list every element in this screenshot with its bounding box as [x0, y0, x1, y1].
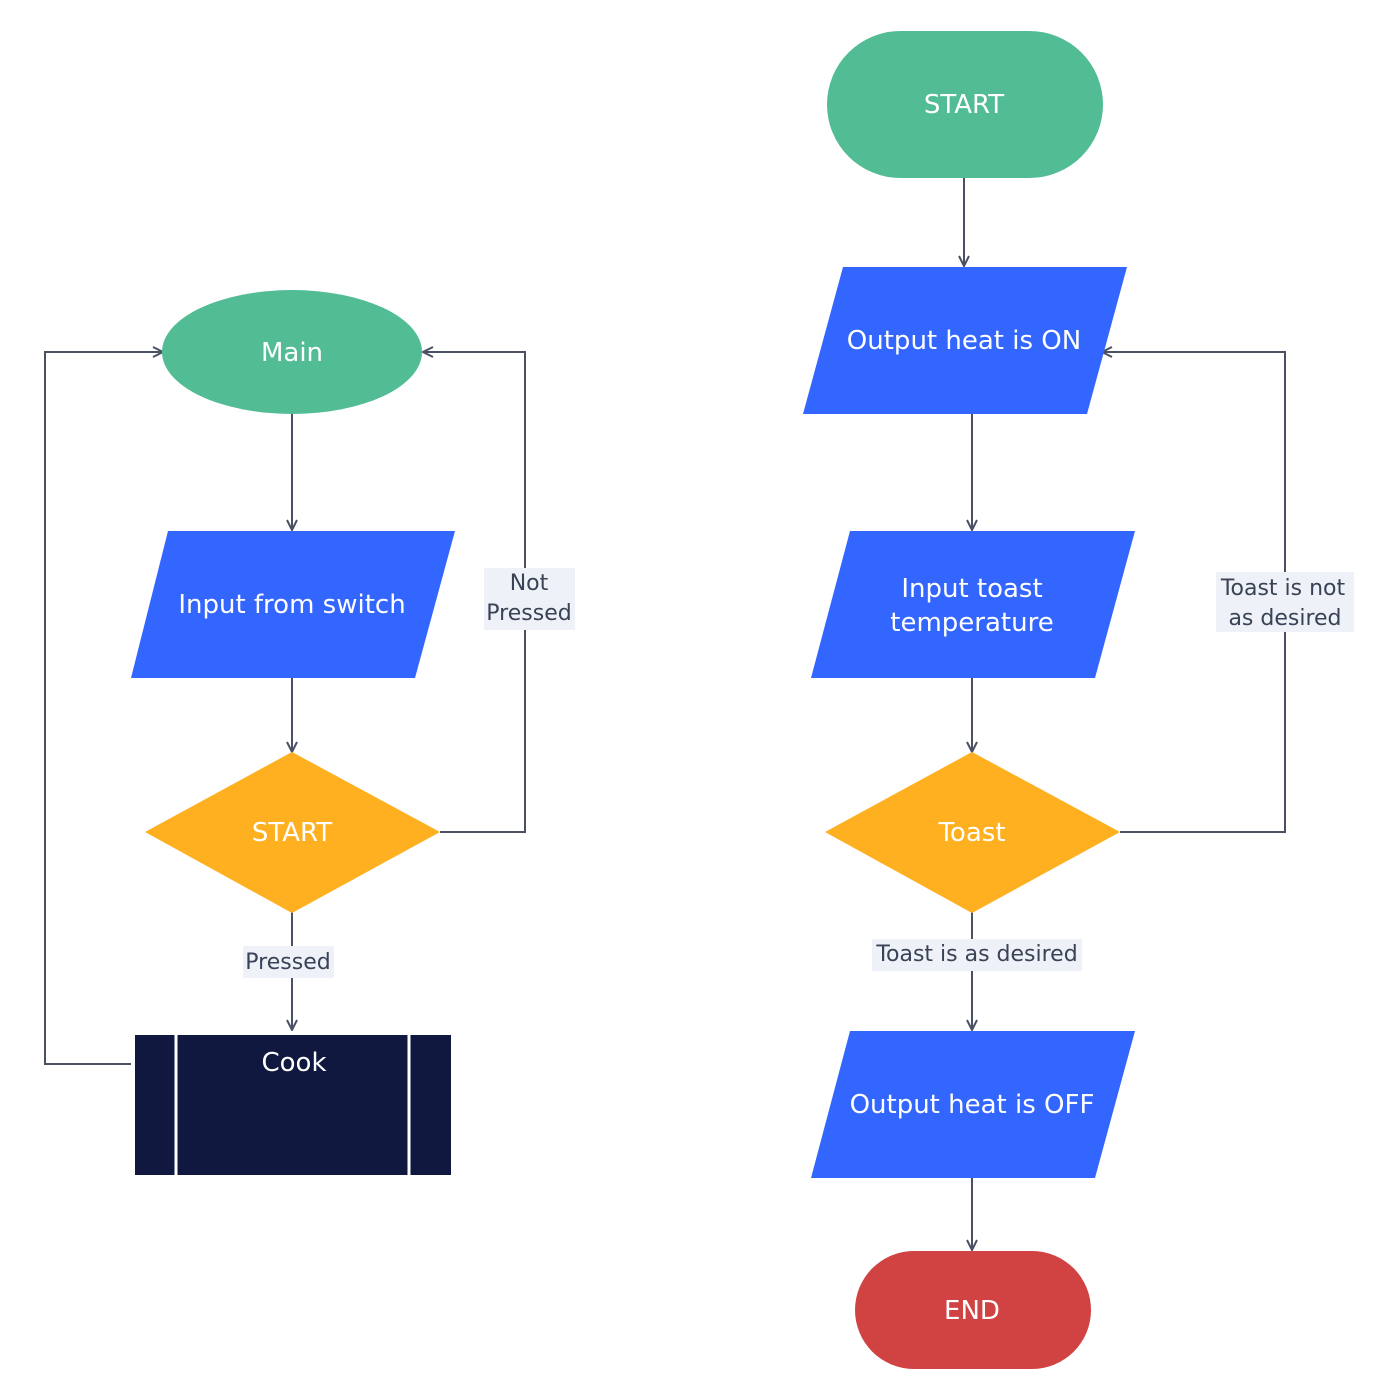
toast-decision-node[interactable] [825, 752, 1120, 913]
start-decision-label: START [252, 818, 332, 848]
main-terminal-node[interactable] [162, 290, 422, 414]
not-pressed-label-bg [484, 568, 575, 630]
not-desired-label-line2: as desired [1228, 606, 1341, 631]
not-desired-label-bg [1216, 572, 1354, 632]
pressed-label: Pressed [245, 950, 330, 975]
end-terminal-label: END [944, 1296, 1000, 1326]
not-pressed-label-line1: Not [510, 571, 549, 596]
not-desired-label-line1: Toast is not [1220, 576, 1346, 601]
output-heat-on-label: Output heat is ON [847, 326, 1081, 356]
edge-cook-to-main [44, 352, 163, 1065]
start-terminal-label: START [924, 90, 1004, 120]
output-heat-off-node[interactable] [811, 1031, 1135, 1178]
not-pressed-label-line2: Pressed [486, 601, 571, 626]
input-from-switch-node[interactable] [131, 531, 455, 678]
pressed-label-bg [243, 946, 334, 978]
toast-decision-label: Toast [937, 818, 1005, 848]
input-from-switch-label: Input from switch [178, 590, 405, 620]
input-toast-temperature-label-line2: temperature [890, 608, 1053, 638]
input-toast-temperature-label-line1: Input toast [901, 574, 1042, 604]
desired-label-bg [872, 939, 1082, 971]
output-heat-off-label: Output heat is OFF [850, 1090, 1095, 1120]
cook-subprocess-node[interactable] [135, 1035, 451, 1175]
cook-subprocess-label: Cook [261, 1048, 326, 1078]
end-terminal-node[interactable] [855, 1251, 1091, 1369]
main-terminal-label: Main [261, 338, 323, 368]
start-decision-node[interactable] [145, 752, 440, 913]
input-toast-temperature-node[interactable] [811, 531, 1135, 678]
output-heat-on-node[interactable] [803, 267, 1127, 414]
desired-label: Toast is as desired [875, 942, 1077, 967]
start-terminal-node[interactable] [827, 31, 1103, 178]
